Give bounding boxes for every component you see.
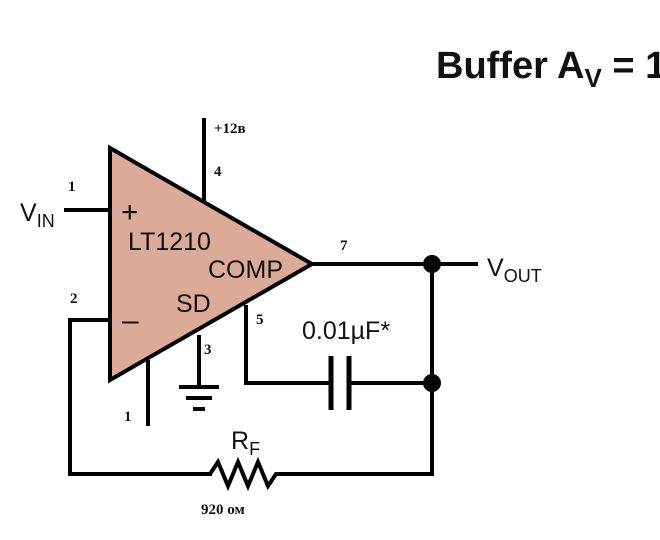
bottom-pin-label: 1 [124,409,132,425]
minus-sign: – [122,304,139,337]
pin-3-label: 3 [204,342,212,358]
resistor-value: 920 ом [201,502,245,518]
opamp-triangle [108,144,317,384]
supply-label: +12в [214,121,246,137]
comp-wire [244,305,330,385]
feedback-wire [68,264,434,476]
title: Buffer AV = 1 [436,45,660,93]
capacitor-junction-dot [423,374,441,392]
vin-label: VIN [20,199,55,231]
pin-5-label: 5 [256,312,264,328]
vout-label: VOUT [487,254,542,286]
comp-label: COMP [208,256,283,284]
ground-icon [179,385,219,411]
plus-sign: + [121,196,139,229]
resistor-icon [208,456,286,492]
pin-1-label: 1 [68,179,76,195]
part-number: LT1210 [128,228,211,256]
capacitor-value: 0.01µF* [302,317,390,345]
sd-label: SD [176,290,211,318]
pin-4-label: 4 [214,164,222,180]
resistor-label: RF [231,427,260,459]
pin-7-label: 7 [340,238,348,254]
pin-2-label: 2 [70,291,78,307]
output-junction-dot [423,255,441,273]
